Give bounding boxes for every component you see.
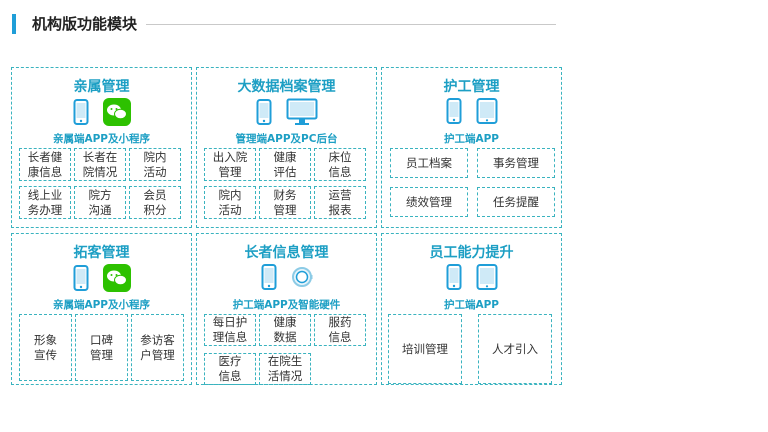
function-item[interactable]: 口碑 管理 [75, 314, 128, 381]
phone-icon [73, 98, 89, 126]
panel-subtitle: 亲属端APP及小程序 [52, 299, 151, 311]
function-item[interactable]: 长者健 康信息 [19, 148, 71, 181]
function-item[interactable]: 参访客 户管理 [131, 314, 184, 381]
wechat-icon [102, 264, 131, 292]
function-item[interactable]: 健康 评估 [259, 148, 311, 181]
function-item[interactable]: 院内 活动 [129, 148, 181, 181]
panel-subtitle: 护工端APP及智能硬件 [232, 299, 341, 311]
panel-title: 员工能力提升 [429, 245, 514, 261]
panel-icons [12, 98, 191, 126]
function-item[interactable]: 线上业 务办理 [19, 186, 71, 219]
function-item[interactable]: 财务 管理 [259, 186, 311, 219]
panel-title: 拓客管理 [73, 245, 130, 261]
tablet-icon [476, 264, 498, 290]
title-divider [146, 24, 556, 25]
title-accent-bar [12, 14, 16, 34]
phone-icon [261, 264, 277, 290]
function-item[interactable]: 人才引入 [478, 314, 552, 384]
panel-icons [12, 264, 191, 292]
monitor-icon [286, 98, 318, 126]
function-item[interactable]: 形象 宣传 [19, 314, 72, 381]
panel-subtitle: 护工端APP [443, 133, 500, 145]
function-item[interactable]: 每日护 理信息 [204, 314, 256, 346]
wechat-icon [102, 98, 131, 126]
function-item[interactable]: 员工档案 [390, 148, 468, 178]
function-item[interactable]: 事务管理 [477, 148, 555, 178]
phone-icon [446, 264, 462, 290]
function-item[interactable]: 会员 积分 [129, 186, 181, 219]
tablet-icon [476, 98, 498, 124]
module-panel: 护工管理护工端APP 员工档案事务管理绩效管理任务提醒 [381, 67, 562, 228]
function-item[interactable]: 任务提醒 [477, 187, 555, 217]
function-item[interactable]: 运营 报表 [314, 186, 366, 219]
panel-icons [197, 264, 376, 290]
function-item[interactable]: 在院生 活情况 [259, 353, 311, 385]
function-item[interactable]: 出入院 管理 [204, 148, 256, 181]
panel-subtitle: 亲属端APP及小程序 [52, 133, 151, 145]
function-item[interactable]: 服药 信息 [314, 314, 366, 346]
page-title: 机构版功能模块 [32, 15, 138, 33]
function-item[interactable]: 医疗 信息 [204, 353, 256, 385]
function-item[interactable]: 院内 活动 [204, 186, 256, 219]
phone-icon [73, 264, 89, 292]
function-item[interactable]: 培训管理 [388, 314, 462, 384]
module-panel: 亲属管理亲属端APP及小程序长者健 康信息长者在 院情况院内 活动线上业 务办理… [11, 67, 192, 228]
panel-icons [197, 98, 376, 126]
function-item[interactable]: 绩效管理 [390, 187, 468, 217]
panel-icons [382, 264, 561, 290]
function-item[interactable]: 长者在 院情况 [74, 148, 126, 181]
function-item[interactable]: 健康 数据 [259, 314, 311, 346]
panel-title: 亲属管理 [73, 79, 130, 95]
panel-title: 长者信息管理 [244, 245, 329, 261]
module-panel: 长者信息管理护工端APP及智能硬件每日护 理信息健康 数据服药 信息医疗 信息在… [196, 233, 377, 385]
panel-title: 护工管理 [443, 79, 500, 95]
panel-subtitle: 护工端APP [443, 299, 500, 311]
module-panel: 拓客管理亲属端APP及小程序形象 宣传口碑 管理参访客 户管理 [11, 233, 192, 385]
module-panel: 大数据档案管理管理端APP及PC后台出入院 管理健康 评估床位 信息院内 活动财… [196, 67, 377, 228]
function-item[interactable]: 床位 信息 [314, 148, 366, 181]
smartwatch-icon [291, 264, 313, 290]
function-item[interactable]: 院方 沟通 [74, 186, 126, 219]
panel-icons [382, 98, 561, 124]
phone-icon [256, 98, 272, 126]
phone-icon [446, 98, 462, 124]
panel-subtitle: 管理端APP及PC后台 [235, 133, 338, 145]
panel-title: 大数据档案管理 [237, 79, 336, 95]
module-panel: 员工能力提升护工端APP 培训管理人才引入 [381, 233, 562, 385]
